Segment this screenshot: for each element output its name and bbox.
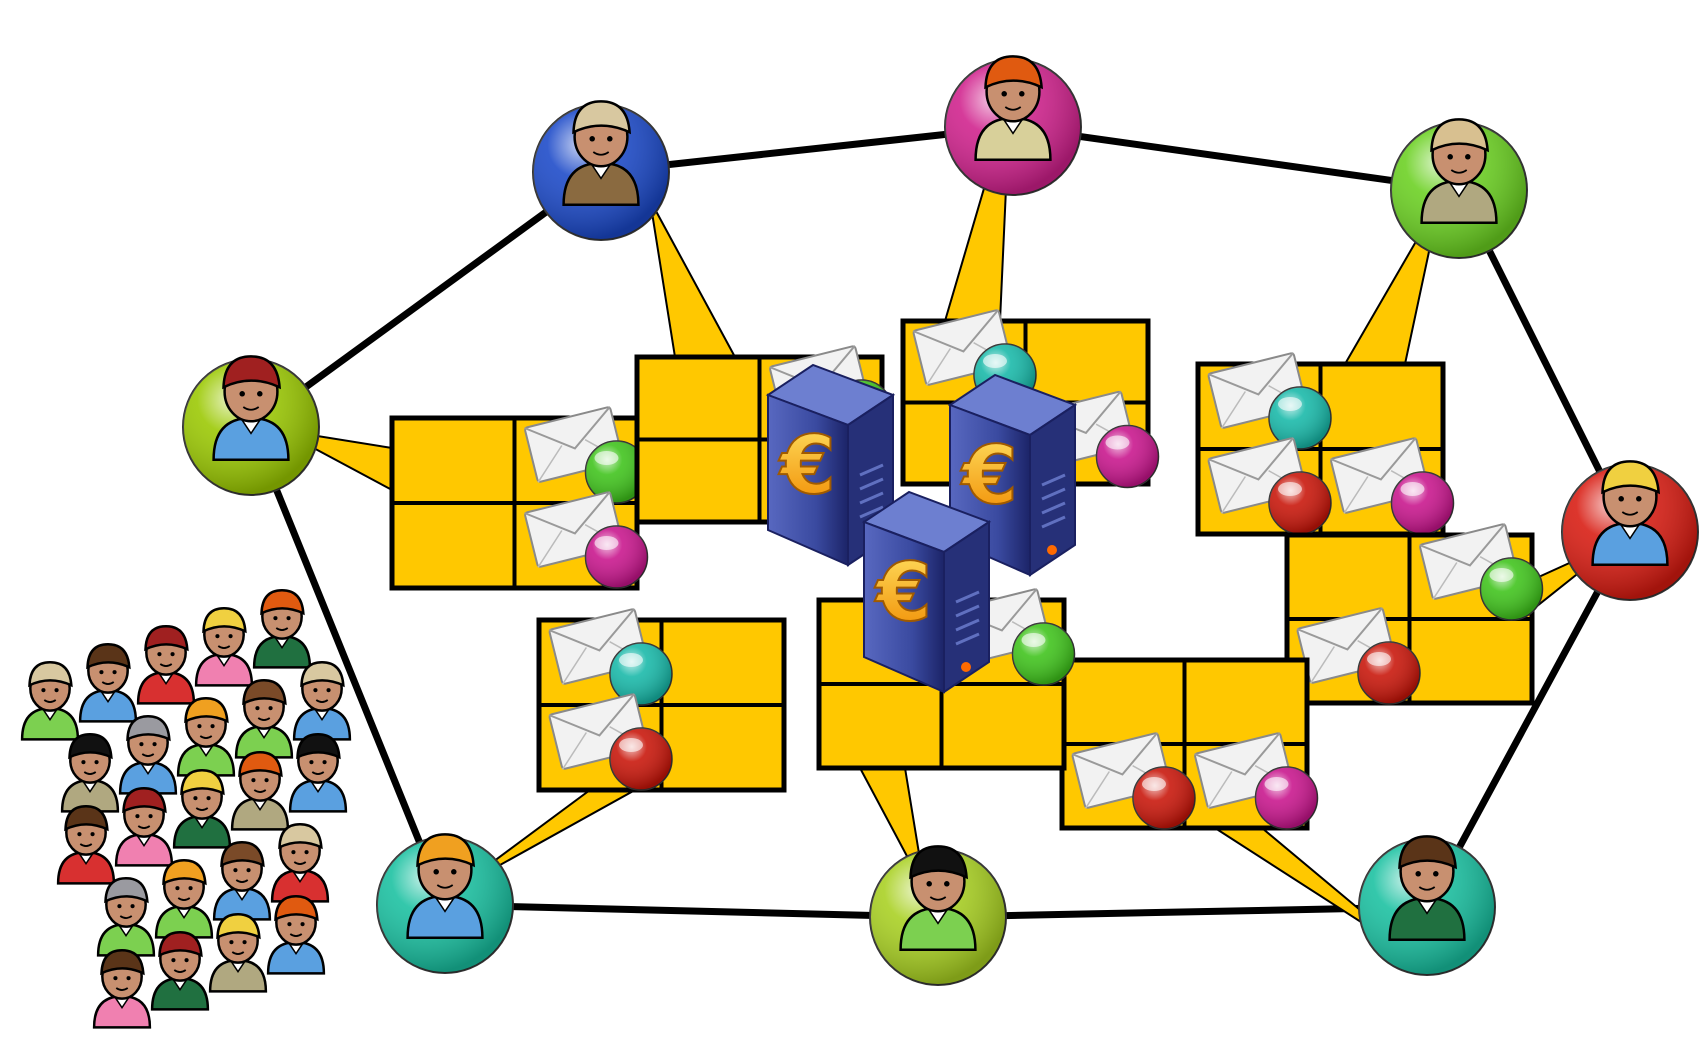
crowd-person [60, 733, 120, 813]
crowd-person [270, 823, 330, 903]
network-node [1390, 118, 1528, 259]
node-layer [182, 55, 1699, 986]
person-icon [562, 100, 640, 207]
person-icon [1420, 118, 1498, 225]
network-node [182, 355, 320, 496]
message-board [1195, 352, 1455, 537]
red-bead-icon [1132, 766, 1196, 830]
ring-connection [600, 123, 1014, 176]
person-icon [899, 845, 977, 952]
crowd-person [208, 913, 268, 993]
crowd-person [114, 787, 174, 867]
crowd-person [230, 751, 290, 831]
person-icon [406, 833, 484, 940]
crowd-person [154, 859, 214, 939]
teal-bead-icon [609, 642, 673, 706]
euro-symbol: € [778, 419, 836, 512]
crowd-person [292, 661, 352, 741]
server-icon: € [861, 490, 992, 694]
crowd-person [172, 769, 232, 849]
crowd-person [96, 877, 156, 957]
green-bead-icon [1479, 557, 1544, 621]
crowd-person [234, 679, 294, 759]
crowd-person [194, 607, 254, 687]
euro-symbol: € [874, 546, 932, 639]
network-node [1561, 460, 1699, 601]
red-bead-icon [1268, 471, 1332, 535]
crowd-icon [20, 589, 352, 1029]
crowd-person [92, 949, 152, 1029]
crowd-person [252, 589, 312, 669]
red-bead-icon [609, 727, 673, 791]
message-board [1059, 657, 1319, 831]
green-bead-icon [1011, 622, 1076, 686]
crowd-person [176, 697, 236, 777]
ring-connection [247, 425, 449, 907]
crowd-person [266, 895, 326, 975]
crowd-layer [20, 589, 352, 1029]
network-node [944, 55, 1082, 196]
message-board [536, 608, 787, 793]
crowd-person [20, 661, 80, 741]
message-board [1284, 523, 1544, 706]
network-node [869, 845, 1007, 986]
network-node [532, 100, 670, 241]
ring-connection [248, 169, 604, 430]
crowd-person [56, 805, 116, 885]
crowd-person [150, 931, 210, 1011]
magenta-bead-icon [1095, 424, 1160, 489]
ring-connection [444, 901, 939, 921]
server-icon: € [947, 373, 1078, 577]
person-icon [974, 55, 1052, 162]
network-node [1358, 835, 1496, 976]
crowd-person [118, 715, 178, 795]
crowd-person [78, 643, 138, 723]
person-icon [212, 355, 290, 462]
message-board [389, 406, 649, 591]
network-node [376, 833, 514, 974]
crowd-person [136, 625, 196, 705]
crowd-person [288, 733, 348, 813]
ring-connection [1012, 123, 1460, 194]
board-layer [389, 309, 1544, 831]
red-bead-icon [1357, 641, 1421, 705]
green-bead-icon [584, 440, 649, 504]
person-icon [1591, 460, 1669, 567]
euro-symbol: € [960, 429, 1018, 522]
teal-bead-icon [1268, 386, 1332, 450]
crowd-person [212, 841, 272, 921]
magenta-bead-icon [1390, 471, 1455, 535]
magenta-bead-icon [584, 525, 649, 589]
server-layer: € € € [765, 363, 1078, 694]
person-icon [1388, 835, 1466, 942]
speech-callout [649, 199, 737, 358]
magenta-bead-icon [1254, 766, 1319, 830]
ring-connection [1423, 530, 1634, 909]
